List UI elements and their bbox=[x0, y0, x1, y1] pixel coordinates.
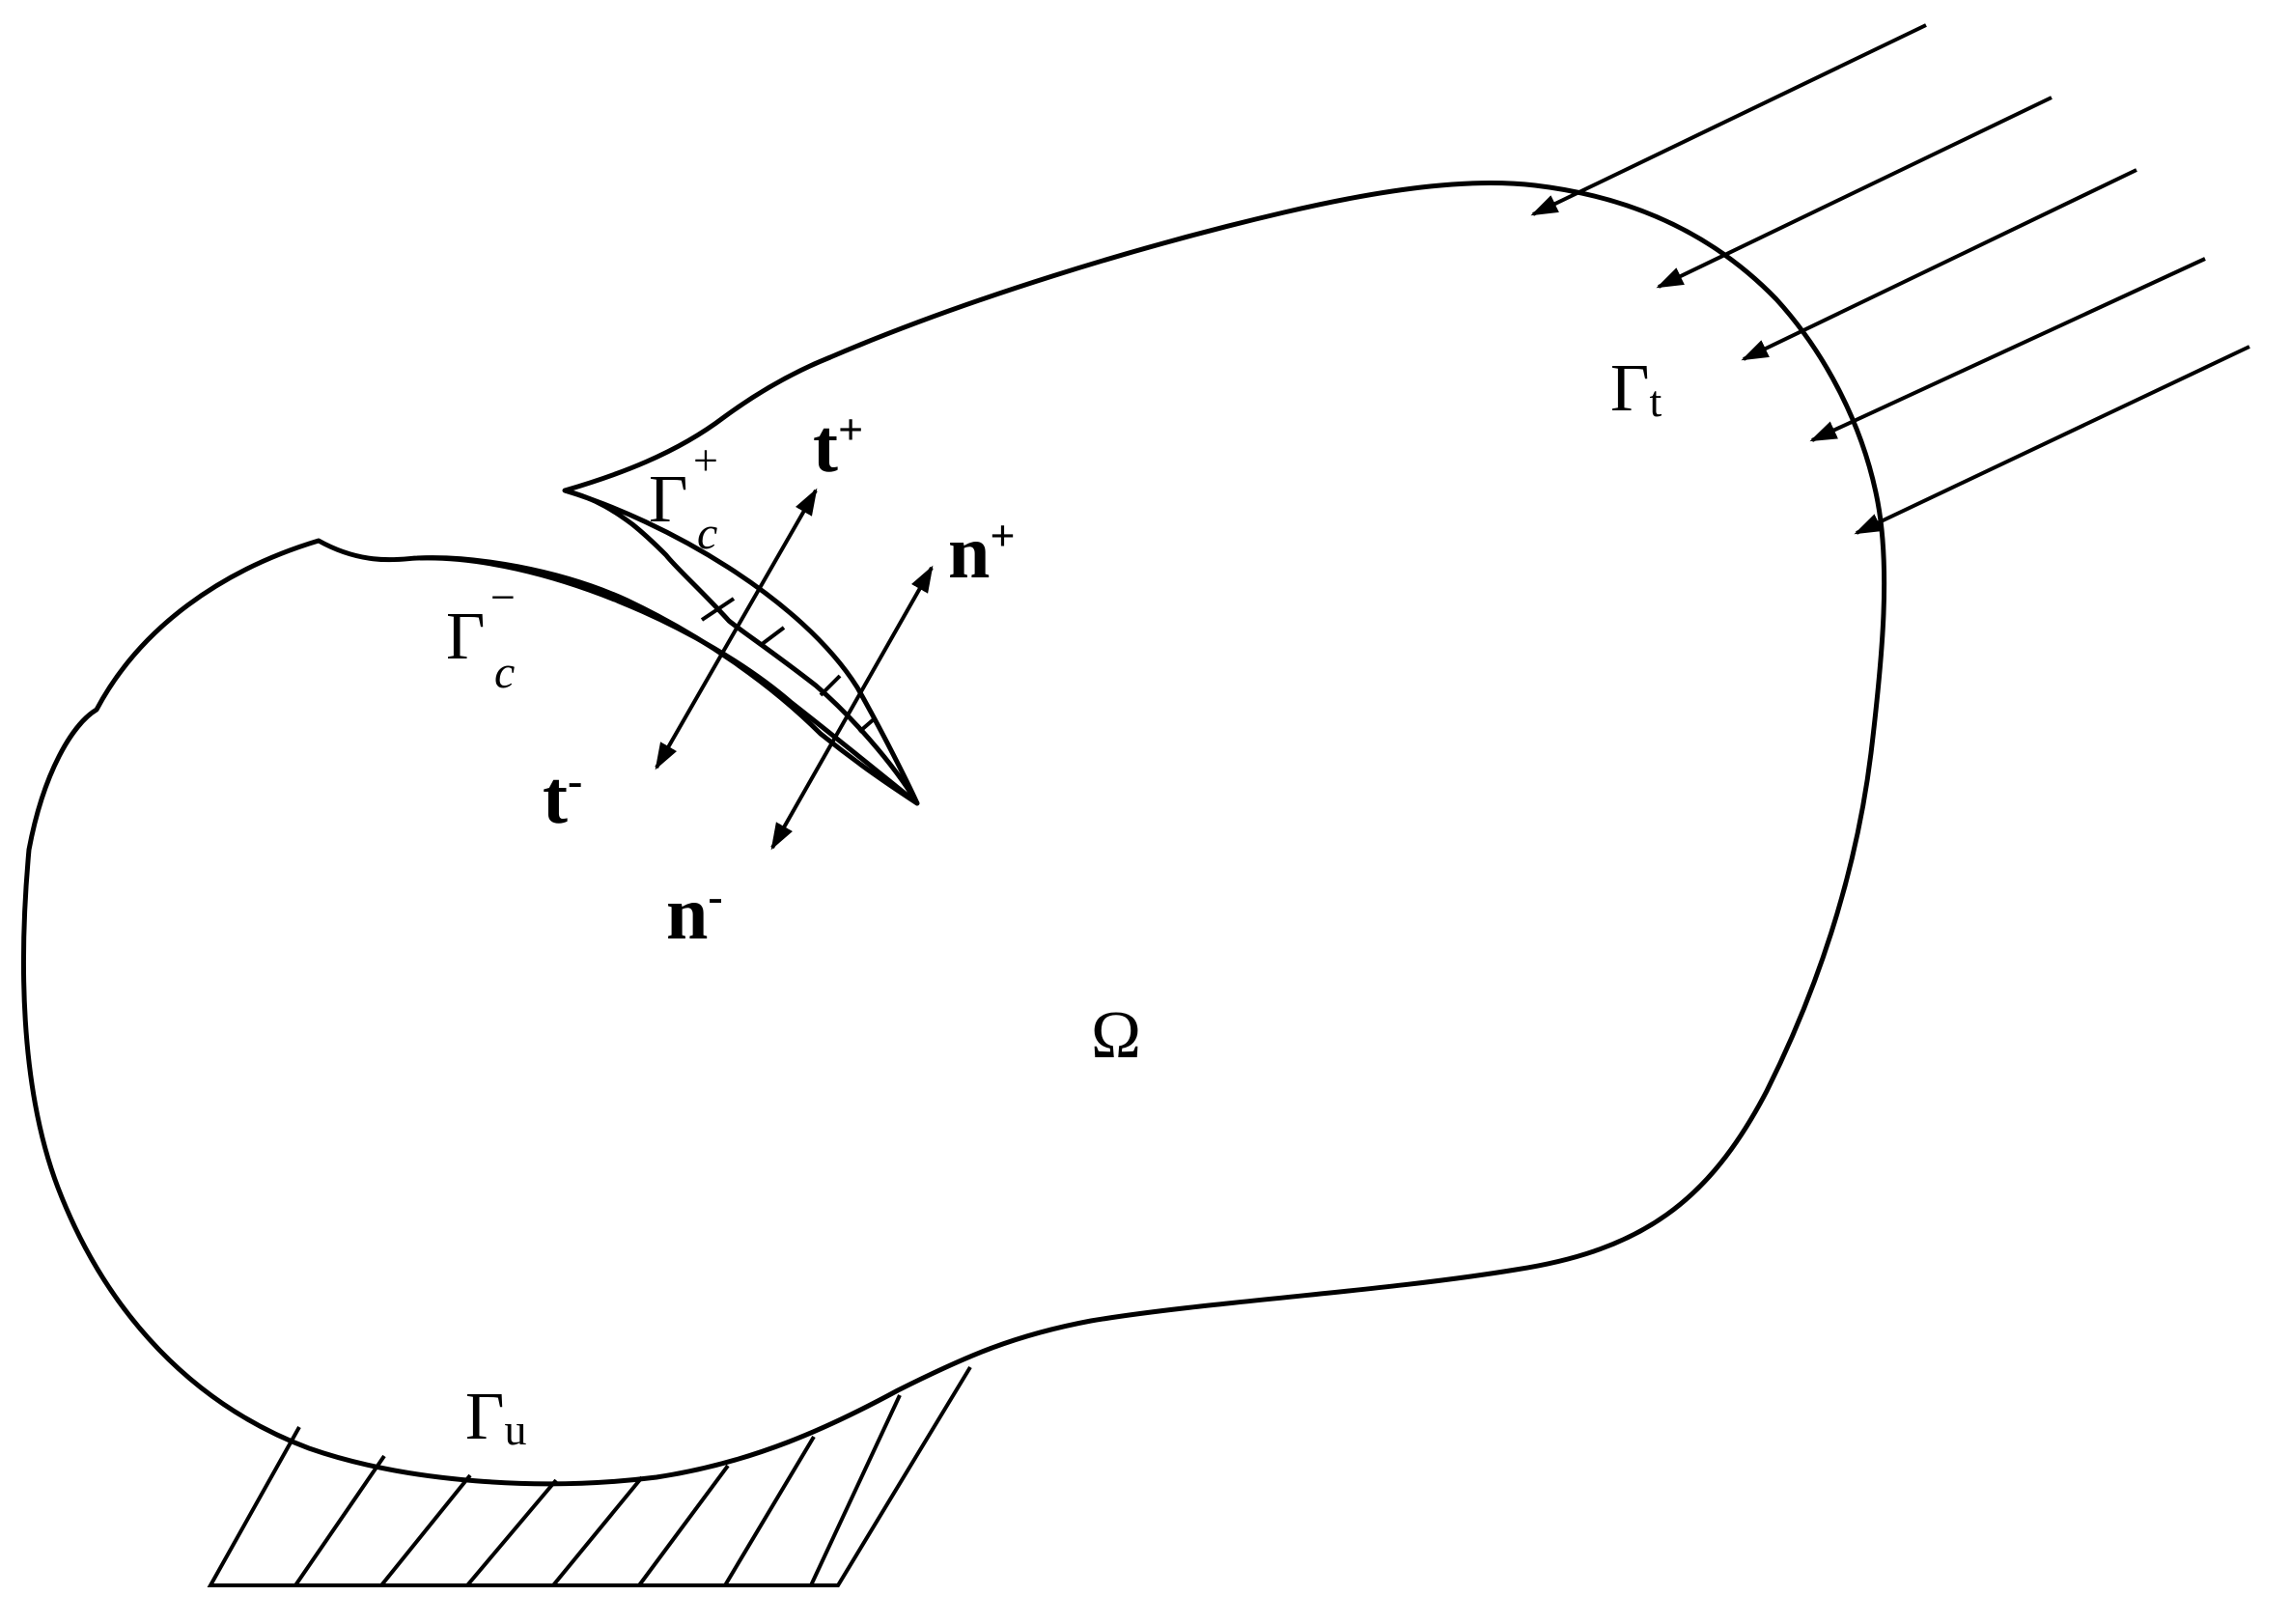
svg-text:+: + bbox=[693, 435, 718, 485]
fixed-support bbox=[207, 1365, 972, 1587]
label-gamma-t: Γt bbox=[1610, 351, 1662, 426]
svg-text:c: c bbox=[697, 508, 717, 559]
svg-text:−: − bbox=[490, 573, 516, 622]
traction-arrow-4 bbox=[1809, 257, 2206, 442]
domain-boundary bbox=[20, 180, 1887, 1487]
n-vector bbox=[770, 565, 934, 851]
traction-arrow-5 bbox=[1854, 345, 2250, 535]
traction-arrow-2 bbox=[1656, 96, 2053, 289]
label-t-plus: t+ bbox=[813, 404, 863, 488]
traction-arrow-3 bbox=[1741, 168, 2137, 361]
label-n-minus: n- bbox=[666, 871, 723, 955]
t-vector bbox=[655, 488, 818, 770]
svg-text:Γ: Γ bbox=[446, 600, 485, 674]
label-gamma-u: Γu bbox=[465, 1380, 526, 1454]
traction-arrows bbox=[1530, 23, 2250, 535]
crack-upper-face bbox=[564, 488, 920, 805]
label-t-minus: t- bbox=[543, 755, 582, 839]
svg-text:c: c bbox=[494, 647, 515, 698]
label-gamma-c-minus: Γ − c bbox=[446, 573, 516, 698]
svg-text:Γ: Γ bbox=[649, 462, 687, 537]
label-omega: Ω bbox=[1091, 998, 1141, 1073]
label-gamma-c-plus: Γ + c bbox=[649, 435, 718, 559]
label-n-plus: n+ bbox=[948, 510, 1016, 594]
traction-arrow-1 bbox=[1530, 23, 1927, 216]
